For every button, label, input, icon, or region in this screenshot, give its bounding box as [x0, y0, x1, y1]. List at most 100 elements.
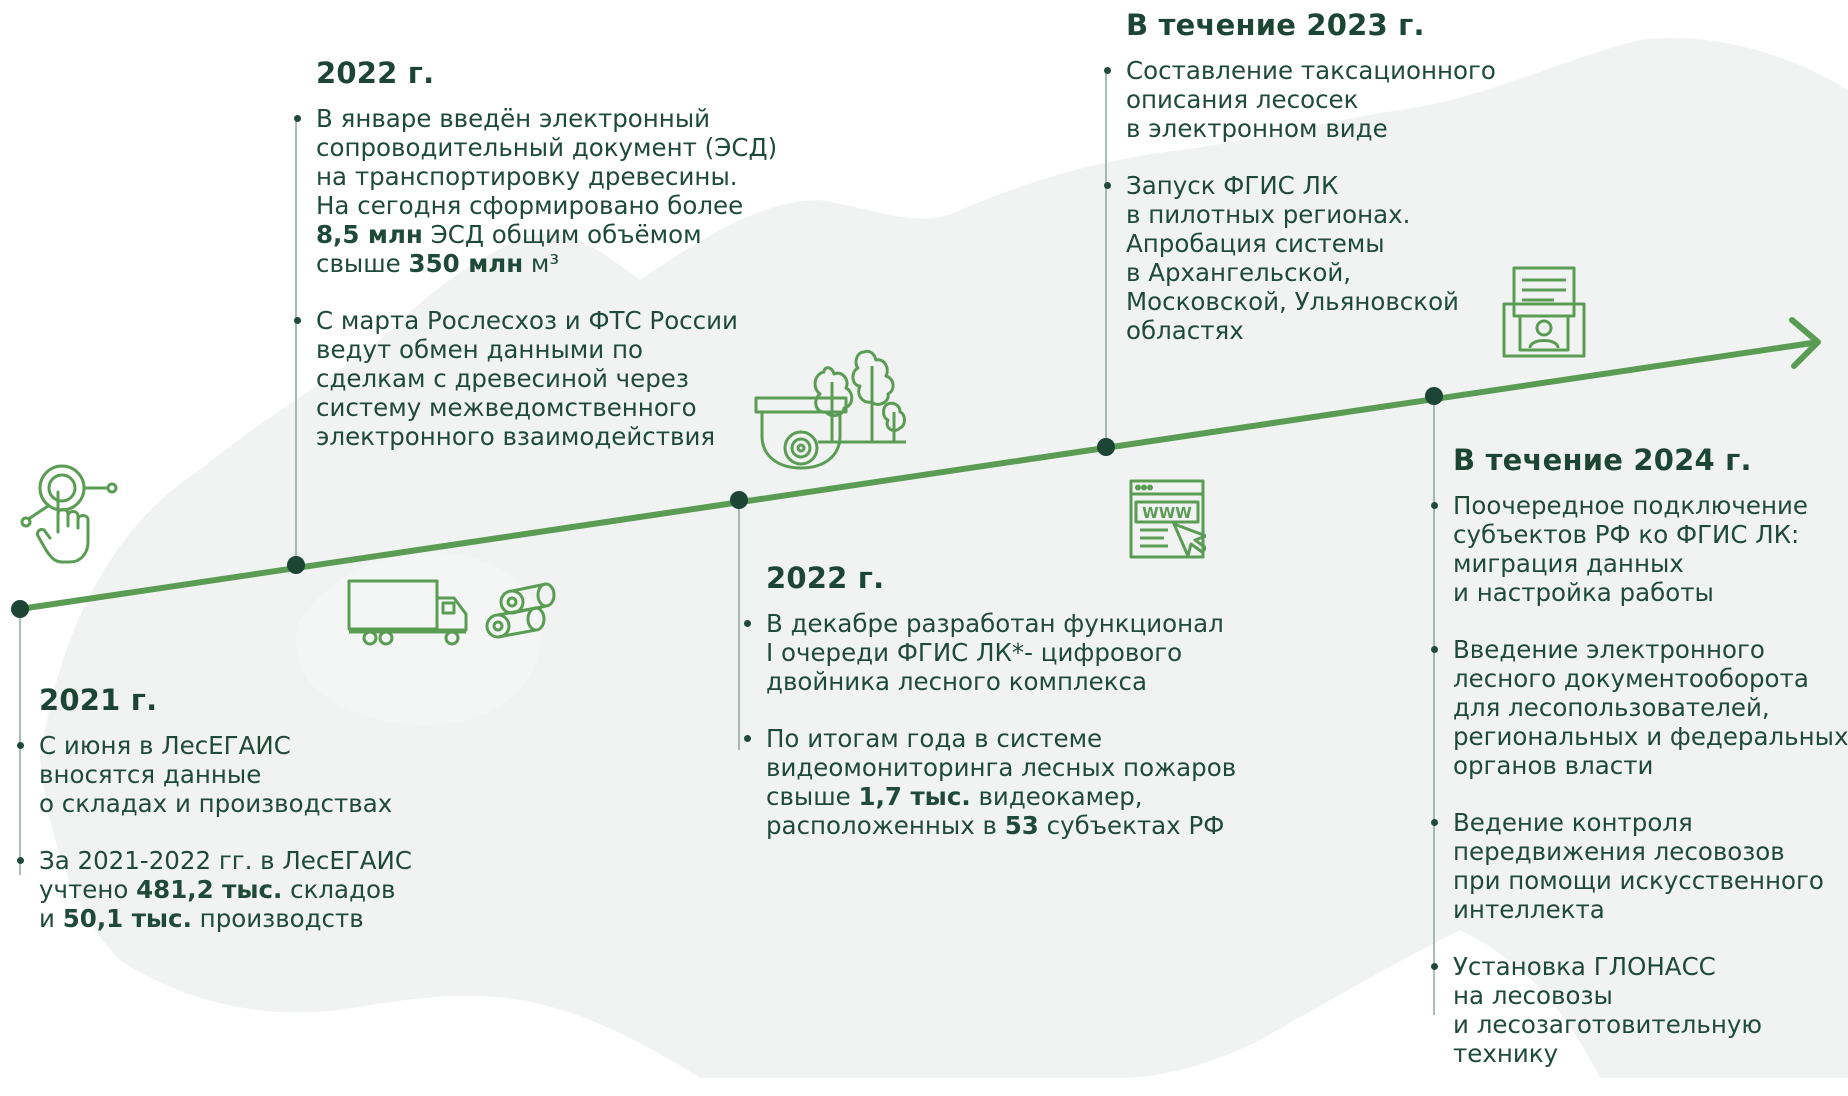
- bullet-icon: [1431, 963, 1438, 970]
- milestone-year: В течение 2023 г.: [1126, 8, 1425, 42]
- item-line: За 2021-2022 гг. в ЛесЕГАИС: [39, 846, 412, 875]
- item-line: миграция данных: [1453, 549, 1684, 578]
- item-line: для лесопользователей,: [1453, 693, 1770, 722]
- item-line: ведут обмен данными по: [316, 335, 644, 364]
- bullet-icon: [1431, 819, 1438, 826]
- item-line: свыше 350 млн м³: [316, 249, 560, 278]
- item-line: и настройка работы: [1453, 578, 1714, 607]
- timber-truck-icon: [347, 579, 468, 646]
- milestone-item: С июня в ЛесЕГАИС вносятся данные о скла…: [17, 731, 412, 818]
- item-line: расположенных в 53 субъектах РФ: [766, 811, 1225, 840]
- item-line: интеллекта: [1453, 895, 1605, 924]
- touch-hand-icon: [20, 464, 118, 564]
- milestone-2022-top: 2022 г. В январе введён электронный сопр…: [294, 56, 778, 479]
- item-line: региональных и федеральных: [1453, 722, 1848, 751]
- item-line: По итогам года в системе: [766, 724, 1103, 753]
- timeline-dot-2021: [11, 600, 29, 618]
- item-line: на лесовозы: [1453, 981, 1613, 1010]
- item-line: Запуск ФГИС ЛК: [1126, 171, 1339, 200]
- item-line: лесного документооборота: [1453, 664, 1809, 693]
- milestone-item: Поочередное подключение субъектов РФ ко …: [1431, 491, 1848, 607]
- id-documents-icon: [1502, 266, 1586, 358]
- milestone-item: По итогам года в системе видеомониторинг…: [744, 724, 1237, 840]
- item-line: В декабре разработан функционал: [766, 609, 1224, 638]
- timeline-axis: [17, 340, 1815, 612]
- milestone-year: 2022 г.: [766, 561, 885, 595]
- item-line: учтено 481,2 тыс. складов: [39, 875, 396, 904]
- milestone-2021: 2021 г. С июня в ЛесЕГАИС вносятся данны…: [17, 683, 412, 961]
- item-line: В январе введён электронный: [316, 104, 711, 133]
- item-line: На сегодня сформировано более: [316, 191, 744, 220]
- item-line: органов власти: [1453, 751, 1654, 780]
- item-line: С марта Рослесхоз и ФТС России: [316, 306, 738, 335]
- bullet-icon: [1104, 182, 1111, 189]
- milestone-year: 2022 г.: [316, 56, 435, 90]
- item-line: систему межведомственного: [316, 393, 697, 422]
- milestone-item: В январе введён электронный сопроводител…: [294, 104, 778, 278]
- item-line: сопроводительный документ (ЭСД): [316, 133, 778, 162]
- bullet-icon: [294, 115, 301, 122]
- bullet-icon: [744, 735, 751, 742]
- milestone-item: Запуск ФГИС ЛК в пилотных регионах. Апро…: [1104, 171, 1496, 345]
- item-line: Московской, Ульяновской: [1126, 287, 1459, 316]
- item-line: в пилотных регионах.: [1126, 200, 1411, 229]
- milestone-item: С марта Рослесхоз и ФТС России ведут обм…: [294, 306, 777, 451]
- bullet-icon: [1431, 646, 1438, 653]
- item-line: С июня в ЛесЕГАИС: [39, 731, 291, 760]
- milestone-item: За 2021-2022 гг. в ЛесЕГАИС учтено 481,2…: [17, 846, 412, 933]
- item-line: сделкам с древесиной через: [316, 364, 689, 393]
- item-line: в электронном виде: [1126, 114, 1388, 143]
- timeline-dot-2023: [1097, 438, 1115, 456]
- timeline-dot-2022-b: [730, 491, 748, 509]
- item-line: передвижения лесовозов: [1453, 837, 1785, 866]
- item-line: и лесозаготовительную: [1453, 1010, 1763, 1039]
- item-line: I очереди ФГИС ЛК*- цифрового: [766, 638, 1183, 667]
- item-line: Составление таксационного: [1126, 56, 1496, 85]
- item-line: 8,5 млн ЭСД общим объёмом: [316, 220, 702, 249]
- item-line: видеомониторинга лесных пожаров: [766, 753, 1237, 782]
- forest-trees-icon: [813, 349, 906, 444]
- item-line: при помощи искусственного: [1453, 866, 1824, 895]
- item-line: Апробация системы: [1126, 229, 1385, 258]
- item-line: вносятся данные: [39, 760, 262, 789]
- item-line: технику: [1453, 1039, 1559, 1068]
- item-line: Установка ГЛОНАСС: [1453, 952, 1716, 981]
- milestone-year: 2021 г.: [39, 683, 158, 717]
- item-line: электронного взаимодействия: [316, 422, 716, 451]
- item-line: областях: [1126, 316, 1244, 345]
- item-line: на транспортировку древесины.: [316, 162, 738, 191]
- item-line: Поочередное подключение: [1453, 491, 1808, 520]
- milestone-2023: В течение 2023 г. Составление таксационн…: [1104, 8, 1496, 373]
- timeline-dot-2022-a: [287, 556, 305, 574]
- milestone-year: В течение 2024 г.: [1453, 443, 1752, 477]
- logs-icon: [485, 582, 556, 639]
- item-line: описания лесосек: [1126, 85, 1359, 114]
- item-line: в Архангельской,: [1126, 258, 1352, 287]
- item-line: и 50,1 тыс. производств: [39, 904, 364, 933]
- item-line: Введение электронного: [1453, 635, 1765, 664]
- milestone-item: Установка ГЛОНАСС на лесовозы и лесозаго…: [1431, 952, 1848, 1068]
- milestone-item: Введение электронного лесного документоо…: [1431, 635, 1848, 780]
- bullet-icon: [17, 742, 24, 749]
- item-line: Ведение контроля: [1453, 808, 1693, 837]
- timeline-dot-2024: [1425, 387, 1443, 405]
- item-line: двойника лесного комплекса: [766, 667, 1147, 696]
- www-browser-icon: WWW: [1129, 479, 1206, 559]
- surveillance-camera-icon: [754, 396, 848, 470]
- milestone-item: Ведение контроля передвижения лесовозов …: [1431, 808, 1848, 924]
- item-line: свыше 1,7 тыс. видеокамер,: [766, 782, 1143, 811]
- item-line: о складах и производствах: [39, 789, 393, 818]
- milestone-item: Составление таксационного описания лесос…: [1104, 56, 1496, 143]
- milestone-2024: В течение 2024 г. Поочередное подключени…: [1431, 443, 1848, 1096]
- bullet-icon: [1104, 67, 1111, 74]
- timeline-arrowhead: [1789, 317, 1821, 369]
- svg-text:WWW: WWW: [1142, 504, 1192, 522]
- item-line: субъектов РФ ко ФГИС ЛК:: [1453, 520, 1800, 549]
- bullet-icon: [17, 857, 24, 864]
- bullet-icon: [294, 317, 301, 324]
- bullet-icon: [744, 620, 751, 627]
- milestone-item: В декабре разработан функционал I очеред…: [744, 609, 1236, 696]
- bullet-icon: [1431, 502, 1438, 509]
